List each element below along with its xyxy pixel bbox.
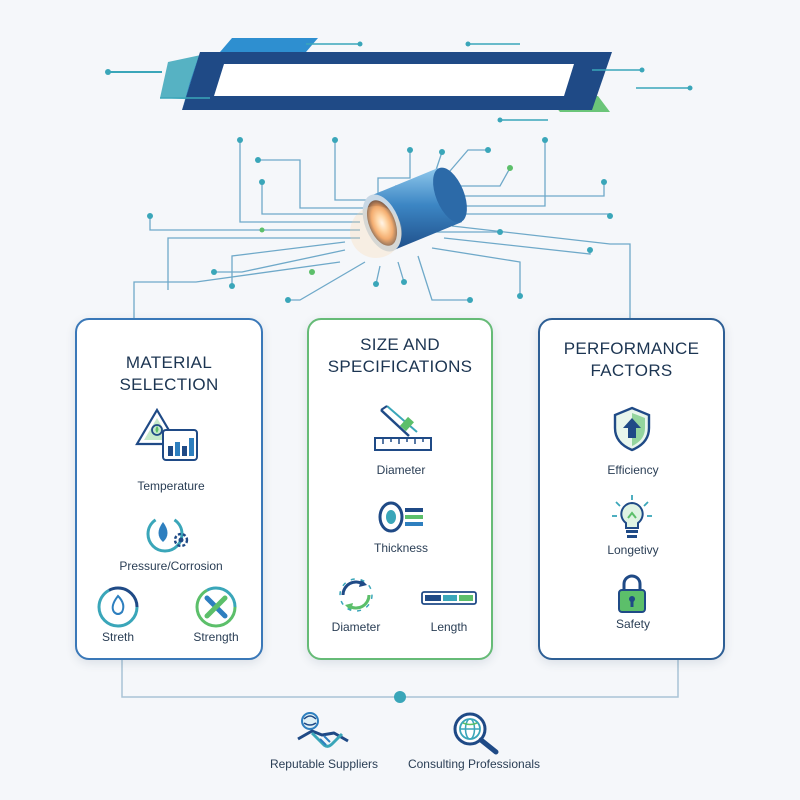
cross-ring-icon [195, 586, 237, 628]
banner-accent-top [220, 38, 318, 52]
circuit-nodes [147, 137, 613, 303]
card-performance-factors: PERFORMANCE FACTORS Efficiency Longetivy… [538, 318, 725, 660]
card-material-selection: MATERIAL SELECTION Temperature Pressure/… [75, 318, 263, 660]
pipe-graphic [350, 167, 467, 258]
cycle-arrows-icon [339, 578, 373, 612]
card-title-line1: PERFORMANCE [563, 339, 700, 358]
item-label-strength: Strength [193, 630, 239, 644]
shield-arrow-icon [613, 406, 651, 452]
footer-label-reputable-suppliers: Reputable Suppliers [269, 757, 379, 771]
item-label-pressure-corrosion: Pressure/Corrosion [119, 559, 223, 573]
item-label-efficiency: Efficiency [607, 463, 659, 477]
item-label-temperature: Temperature [137, 479, 205, 493]
globe-magnifier-icon [453, 712, 499, 755]
flame-ring-icon [97, 586, 139, 628]
banner-tip-left [182, 52, 200, 110]
drop-gear-icon [146, 515, 189, 553]
card-title: MATERIAL SELECTION [119, 353, 219, 394]
flask-chart-icon [135, 408, 198, 461]
card-title-line1: SIZE AND [360, 335, 440, 354]
item-label-length: Length [430, 620, 468, 634]
padlock-icon [618, 574, 646, 613]
card-title-line2: SPECIFICATIONS [327, 357, 473, 376]
footer-hub-node [394, 691, 406, 703]
card-title-line2: FACTORS [590, 361, 673, 380]
item-label-diameter-2: Diameter [331, 620, 381, 634]
banner [105, 38, 693, 123]
banner-inner [214, 64, 574, 96]
pipe-section-icon [378, 501, 423, 533]
item-label-safety: Safety [615, 617, 651, 631]
footer-label-consulting-professionals: Consulting Professionals [407, 757, 541, 771]
length-bar-icon [421, 591, 477, 605]
card-size-specifications: SIZE AND SPECIFICATIONS Diameter Thickne… [307, 318, 493, 660]
handshake-icon [297, 712, 349, 748]
item-label-streth: Streth [101, 630, 135, 644]
lightbulb-icon [612, 495, 652, 538]
caliper-ruler-icon [374, 405, 432, 451]
item-label-diameter: Diameter [376, 463, 426, 477]
item-label-longetivy: Longetivy [607, 543, 659, 557]
item-label-thickness: Thickness [373, 541, 429, 555]
